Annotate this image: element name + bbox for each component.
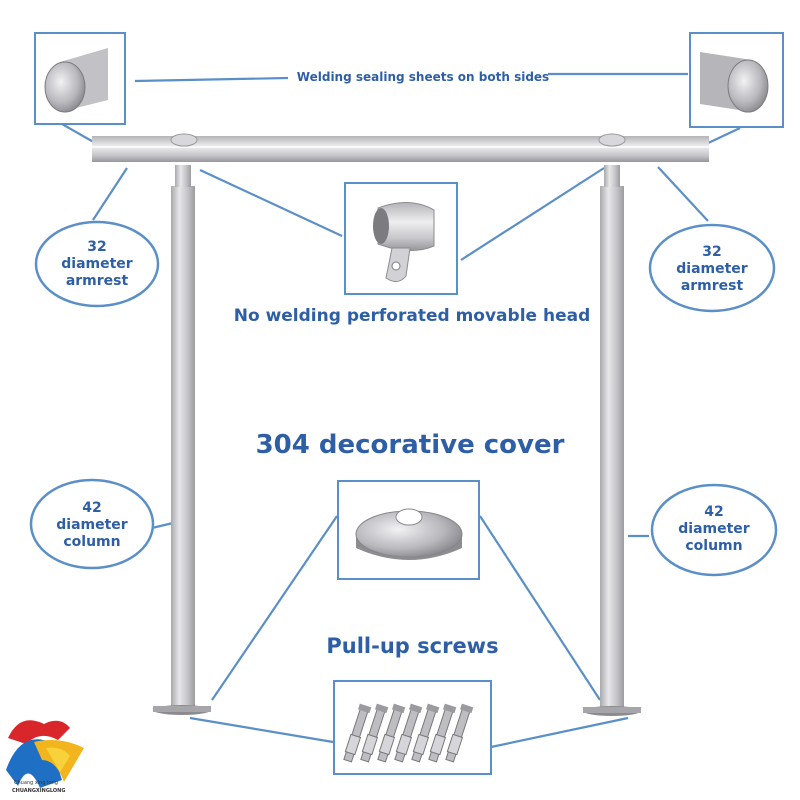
screw [377, 703, 406, 763]
logo-text-1: Chuang xing long [14, 780, 58, 786]
screw [394, 703, 423, 763]
screw [428, 703, 457, 763]
connector-lines [61, 72, 741, 749]
screw [445, 703, 474, 763]
logo-text-2: CHUANGXINGLONG [12, 788, 66, 794]
movable-head-label: No welding perforated movable head [233, 306, 591, 326]
pull-up-screws-label: Pull-up screws [326, 634, 499, 658]
decorative-cover-label: 304 decorative cover [255, 430, 565, 460]
screw [411, 703, 440, 763]
screws-image [333, 680, 492, 775]
left-post [153, 144, 211, 715]
decorative-cover-image [337, 480, 480, 580]
handrail [92, 133, 709, 162]
welding-sheets-label: Welding sealing sheets on both sides [296, 70, 550, 84]
brand-logo [6, 720, 84, 788]
screw [343, 703, 372, 763]
right-post [583, 144, 641, 716]
end-cap-right-image [689, 32, 784, 128]
screw [360, 703, 389, 763]
end-cap-left-image [34, 32, 126, 125]
movable-head-image [344, 182, 458, 295]
